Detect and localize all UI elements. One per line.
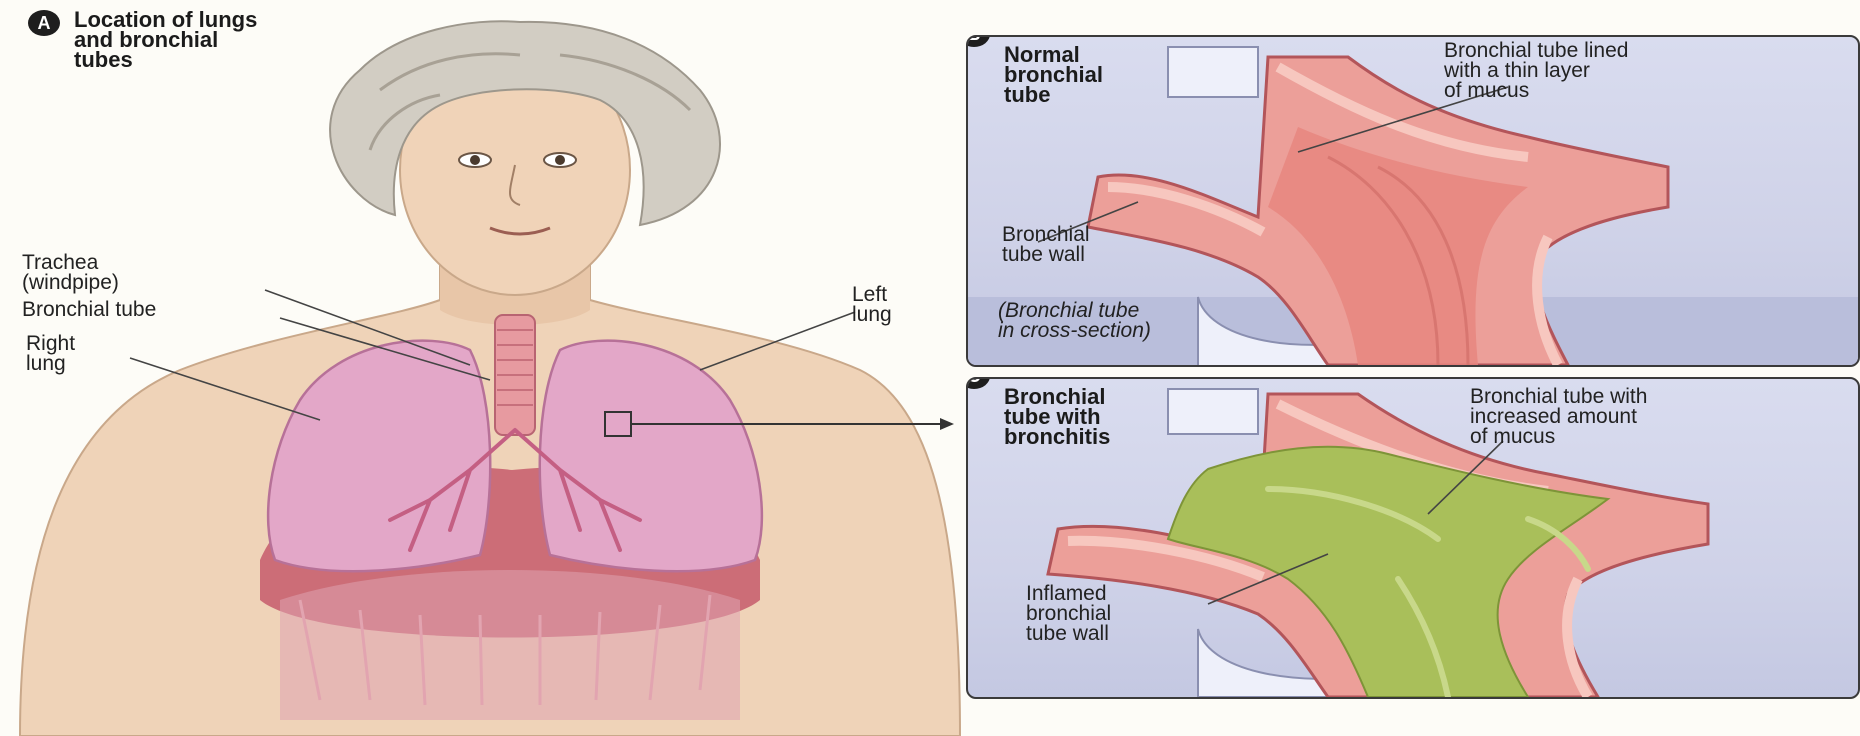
panel-b: B Normal bronchial tube Bronchial tube l…: [966, 35, 1860, 367]
trachea-label-line: Trachea: [22, 253, 119, 273]
panel-c-wall-label-line: bronchial: [1026, 604, 1111, 624]
trachea-label: Trachea (windpipe): [22, 253, 119, 293]
panel-c-mucus-label-line: Bronchial tube with: [1470, 387, 1647, 407]
panel-c: C Bronchial tube with bronchitis Bronchi…: [966, 377, 1860, 699]
panel-b-mucus-label: Bronchial tube lined with a thin layer o…: [1444, 41, 1628, 101]
panel-c-mucus-label-line: increased amount: [1470, 407, 1647, 427]
panel-c-mucus-label-line: of mucus: [1470, 427, 1647, 447]
left-lung-label: Left lung: [852, 285, 892, 325]
panel-c-title-line: bronchitis: [1004, 427, 1110, 447]
panel-b-mucus-label-line: with a thin layer: [1444, 61, 1628, 81]
panel-c-title: Bronchial tube with bronchitis: [1004, 387, 1110, 447]
panel-b-title: Normal bronchial tube: [1004, 45, 1103, 105]
panel-b-wall-label: Bronchial tube wall: [1002, 225, 1090, 265]
panel-b-title-line: tube: [1004, 85, 1103, 105]
bronchial-tube-label: Bronchial tube: [22, 300, 156, 320]
right-lung-label: Right lung: [26, 334, 75, 374]
panel-c-wall-label: Inflamed bronchial tube wall: [1026, 584, 1111, 644]
panel-c-mucus-label: Bronchial tube with increased amount of …: [1470, 387, 1647, 447]
panel-b-caption-line: in cross-section): [998, 321, 1151, 341]
panel-b-caption: (Bronchial tube in cross-section): [998, 301, 1151, 341]
panel-c-wall-label-line: tube wall: [1026, 624, 1111, 644]
panel-b-mucus-label-line: Bronchial tube lined: [1444, 41, 1628, 61]
panel-b-wall-label-line: tube wall: [1002, 245, 1090, 265]
panel-b-caption-line: (Bronchial tube: [998, 301, 1151, 321]
torso-illustration: [0, 0, 980, 736]
right-lung-label-line: Right: [26, 334, 75, 354]
panel-b-mucus-label-line: of mucus: [1444, 81, 1628, 101]
left-lung-label-line: lung: [852, 305, 892, 325]
trachea-label-line: (windpipe): [22, 273, 119, 293]
panel-c-wall-label-line: Inflamed: [1026, 584, 1111, 604]
panel-b-wall-label-line: Bronchial: [1002, 225, 1090, 245]
left-lung-label-line: Left: [852, 285, 892, 305]
right-lung-label-line: lung: [26, 354, 75, 374]
